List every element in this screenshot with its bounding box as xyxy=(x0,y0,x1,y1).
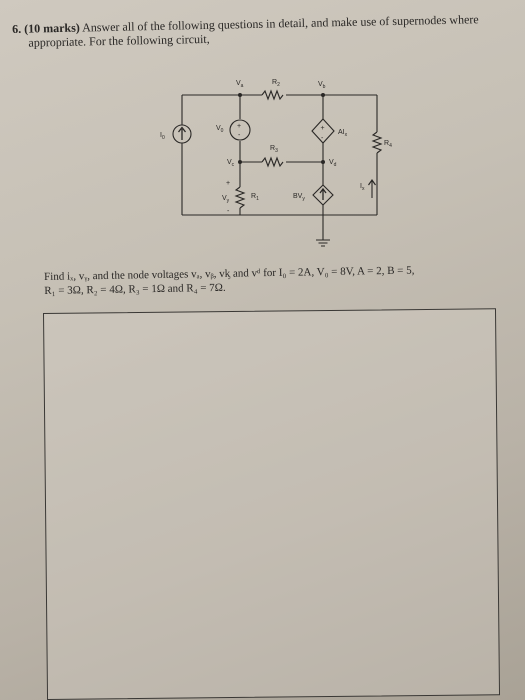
label-r1: R1 xyxy=(251,193,259,202)
label-r4: R4 xyxy=(384,140,392,149)
node-vb xyxy=(321,93,325,97)
label-va: Va xyxy=(236,80,244,89)
v0-voltage-source xyxy=(229,119,251,141)
r3-resistor xyxy=(261,156,284,168)
svg-text:+: + xyxy=(321,125,325,132)
label-ix: Ix xyxy=(360,183,365,192)
label-vc: Vc xyxy=(227,159,235,168)
r4-resistor xyxy=(371,131,383,154)
label-vd: Vd xyxy=(329,159,337,168)
label-bvy: BVy xyxy=(293,193,305,202)
ix-arrow-icon xyxy=(368,178,376,186)
label-vb: Vb xyxy=(318,81,326,90)
up-arrow-icon xyxy=(177,126,187,140)
label-v0: V0 xyxy=(216,125,224,134)
r2-resistor xyxy=(261,89,284,101)
label-i0: I0 xyxy=(160,132,165,141)
node-va xyxy=(238,93,242,97)
label-vy-minus: - xyxy=(227,208,230,215)
label-vy: Vy xyxy=(222,195,230,204)
svg-text:-: - xyxy=(321,135,324,142)
i0-current-source xyxy=(172,124,192,144)
label-r2: R2 xyxy=(272,79,280,88)
svg-text:-: - xyxy=(238,132,241,139)
svg-text:+: + xyxy=(237,123,241,130)
up-arrow-icon xyxy=(319,187,327,200)
node-vc xyxy=(238,160,242,164)
bvy-dependent-source xyxy=(312,184,334,206)
node-vd xyxy=(321,160,325,164)
label-r3: R3 xyxy=(270,145,278,154)
answer-box[interactable] xyxy=(43,308,501,700)
label-aix: AIx xyxy=(338,129,348,138)
label-vy-plus: + xyxy=(226,180,230,187)
aix-dependent-source xyxy=(311,118,335,144)
r1-resistor xyxy=(234,186,246,209)
